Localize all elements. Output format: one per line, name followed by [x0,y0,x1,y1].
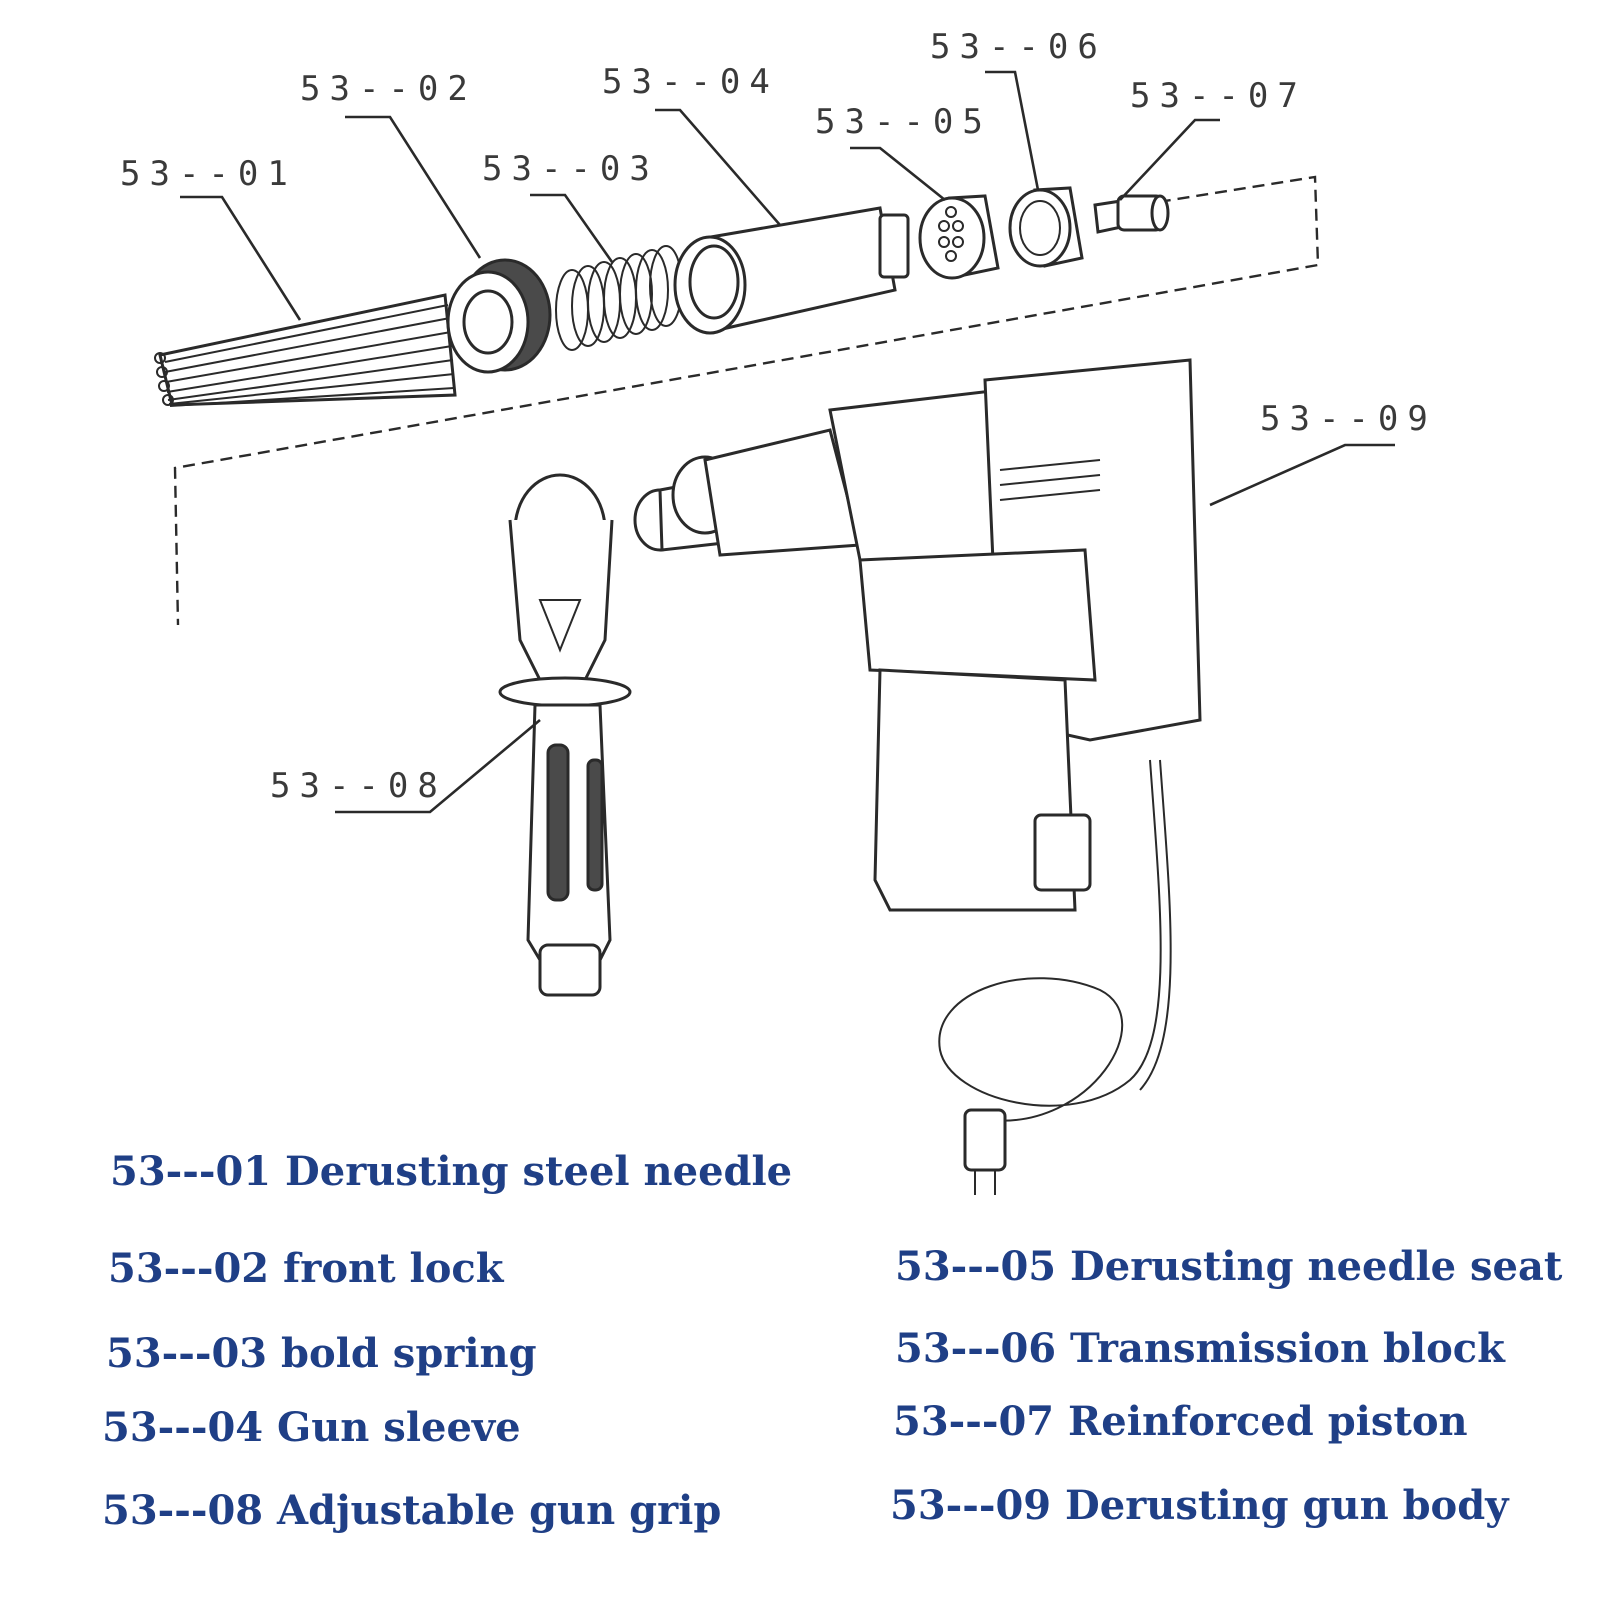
legend-item-53-08: 53---08 Adjustable gun grip [102,1487,722,1534]
callout-53-02: 53--02 [300,69,477,109]
callout-53-09: 53--09 [1260,399,1437,439]
legend-item-53-05: 53---05 Derusting needle seat [895,1243,1563,1290]
callout-53-04: 53--04 [602,62,779,102]
transmission-block [1008,186,1084,268]
callout-labels: 53--01 53--02 53--03 53--04 53--05 53--0… [120,27,1437,806]
legend-item-53-03: 53---03 bold spring [106,1330,537,1377]
gun-sleeve [673,206,910,335]
legend-item-53-06: 53---06 Transmission block [895,1325,1505,1372]
alignment-frame [173,175,1320,626]
bold-spring [555,245,683,351]
callout-53-06: 53--06 [930,27,1107,67]
legend-item-53-07: 53---07 Reinforced piston [893,1398,1468,1445]
callout-53-05: 53--05 [815,102,992,142]
front-lock-ring [446,258,552,374]
legend-item-53-09: 53---09 Derusting gun body [890,1482,1509,1529]
gun-body [633,358,1202,1195]
leader-lines [180,70,1395,814]
legend-item-53-01: 53---01 Derusting steel needle [110,1148,793,1195]
callout-53-01: 53--01 [120,154,297,194]
adjustable-grip [498,473,632,997]
legend-item-53-02: 53---02 front lock [108,1245,504,1292]
steel-needle-bundle [154,293,457,407]
reinforced-piston [1093,194,1170,234]
legend-item-53-04: 53---04 Gun sleeve [102,1404,521,1451]
needle-seat [918,194,1000,280]
callout-53-07: 53--07 [1130,76,1307,116]
callout-53-08: 53--08 [270,766,447,806]
callout-53-03: 53--03 [482,149,659,189]
